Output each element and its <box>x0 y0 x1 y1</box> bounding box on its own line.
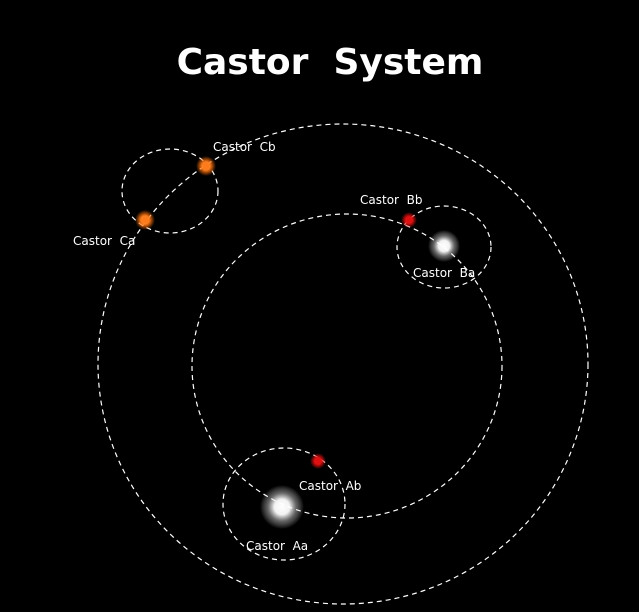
label-castor-ab: Castor Ab <box>299 479 361 493</box>
castor-aa-star <box>260 485 304 529</box>
label-castor-bb: Castor Bb <box>360 193 422 207</box>
castor-ab-star <box>310 453 326 469</box>
castor-a-orbit <box>222 447 346 561</box>
label-castor-cb: Castor Cb <box>213 140 276 154</box>
castor-ba-star <box>428 230 460 262</box>
label-castor-ba: Castor Ba <box>413 266 475 280</box>
castor-ca-star <box>135 210 155 230</box>
castor-bb-star <box>401 212 417 228</box>
label-castor-ca: Castor Ca <box>73 234 135 248</box>
castor-cb-star <box>196 156 216 176</box>
page-title: Castor System <box>177 42 484 83</box>
label-castor-aa: Castor Aa <box>246 539 308 553</box>
castor-b-orbit <box>396 205 492 289</box>
inner-orbit <box>191 213 503 519</box>
outer-orbit <box>97 123 589 605</box>
castor-c-orbit <box>121 148 219 234</box>
